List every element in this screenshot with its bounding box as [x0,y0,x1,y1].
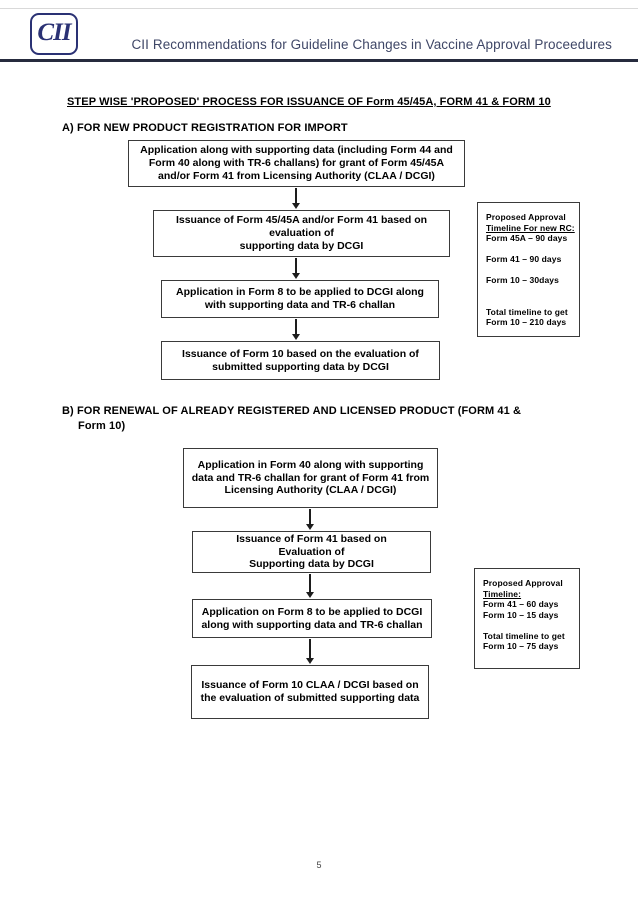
timeline-body: Form 45A – 90 days Form 41 – 90 days For… [486,233,568,328]
arrow-shaft [295,188,297,205]
arrow-head [305,658,314,664]
arrow-shaft [295,319,297,336]
flow-arrow-down [305,639,315,664]
flow-arrow-down [305,509,315,530]
section-b-heading-line2: Form 10) [78,420,126,432]
timeline-heading: Timeline For new RC: [486,222,575,233]
timeline-note-new-rc: Proposed Approval Timeline For new RC: F… [477,202,580,337]
top-divider [0,8,638,9]
cii-logo: CII [30,13,78,55]
arrow-shaft [309,574,311,594]
flow-arrow-down [291,319,301,340]
page-number: 5 [316,860,322,870]
header-title: CII Recommendations for Guideline Change… [131,37,612,52]
arrow-head [305,592,314,598]
timeline-intro: Proposed Approval [486,212,566,222]
timeline-intro: Proposed Approval [483,578,563,588]
flowchart-a-box-form8: Application in Form 8 to be applied to D… [161,280,439,318]
flowchart-b-box-form8: Application on Form 8 to be applied to D… [192,599,432,638]
section-a-heading: A) FOR NEW PRODUCT REGISTRATION FOR IMPO… [62,122,348,134]
timeline-note-renewal: Proposed Approval Timeline: Form 41 – 60… [474,568,580,669]
section-b-heading: B) FOR RENEWAL OF ALREADY REGISTERED AND… [62,404,521,434]
arrow-head [291,203,300,209]
cii-logo-text: CII [37,19,71,46]
page-title: STEP WISE 'PROPOSED' PROCESS FOR ISSUANC… [67,96,551,108]
arrow-head [305,524,314,530]
arrow-shaft [295,258,297,275]
header-divider [0,59,638,62]
flow-arrow-down [305,574,315,598]
flowchart-b-box-issuance-form41: Issuance of Form 41 based on Evaluation … [192,531,431,573]
timeline-body: Form 41 – 60 days Form 10 – 15 days Tota… [483,599,565,652]
flowchart-b-box-issuance-form10: Issuance of Form 10 CLAA / DCGI based on… [191,665,429,719]
flowchart-a-box-issuance-form10: Issuance of Form 10 based on the evaluat… [161,341,440,380]
arrow-shaft [309,509,311,526]
section-b-heading-line1: B) FOR RENEWAL OF ALREADY REGISTERED AND… [62,405,522,417]
flowchart-a-box-issuance-45: Issuance of Form 45/45A and/or Form 41 b… [153,210,450,257]
arrow-head [291,334,300,340]
arrow-shaft [309,639,311,660]
flow-arrow-down [291,188,301,209]
flow-arrow-down [291,258,301,279]
arrow-head [291,273,300,279]
flowchart-b-box-application-form40: Application in Form 40 along with suppor… [183,448,438,508]
flowchart-a-box-application: Application along with supporting data (… [128,140,465,187]
timeline-heading: Timeline: [483,588,522,599]
